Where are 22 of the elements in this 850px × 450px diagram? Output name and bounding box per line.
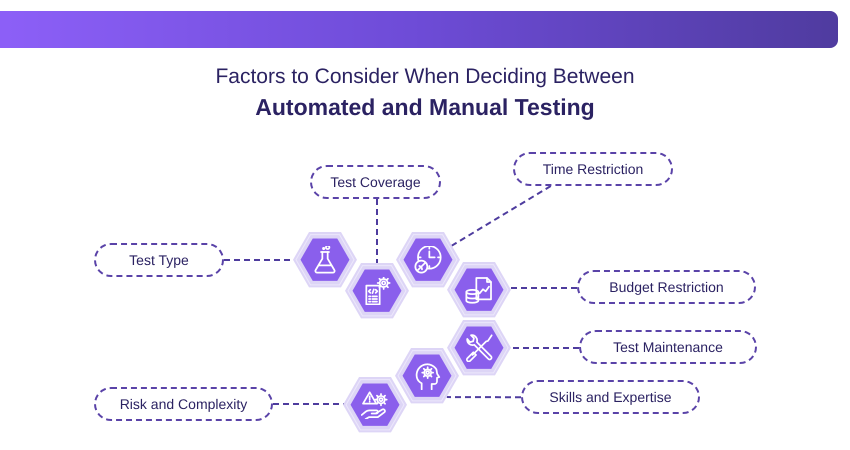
hexagon-tile (447, 320, 511, 376)
dashed-connector (510, 287, 577, 289)
factor-pill: Test Maintenance (579, 330, 757, 364)
diagram-title: Factors to Consider When Deciding Between Automated and Manual Testing (214, 64, 636, 121)
factor-pill: Test Type (94, 243, 224, 277)
hexagon-tile (345, 263, 409, 319)
factor-pill: Budget Restriction (577, 270, 756, 304)
dashed-connector (273, 403, 344, 405)
dashed-connector (451, 185, 552, 247)
factor-pill: Risk and Complexity (94, 387, 273, 421)
hexagon-tile (343, 377, 407, 433)
dashed-connector (224, 259, 293, 261)
dashed-connector (511, 347, 579, 349)
dashed-connector (376, 199, 378, 264)
hexagon-tile (447, 262, 511, 318)
hexagon-tile (396, 232, 460, 288)
factor-pill: Test Coverage (310, 165, 441, 199)
factor-pill: Time Restriction (513, 152, 673, 186)
hexagon-tile (395, 348, 459, 404)
dashed-connector (446, 396, 521, 398)
hexagon-tile (293, 232, 357, 288)
factor-pill: Skills and Expertise (521, 380, 700, 414)
